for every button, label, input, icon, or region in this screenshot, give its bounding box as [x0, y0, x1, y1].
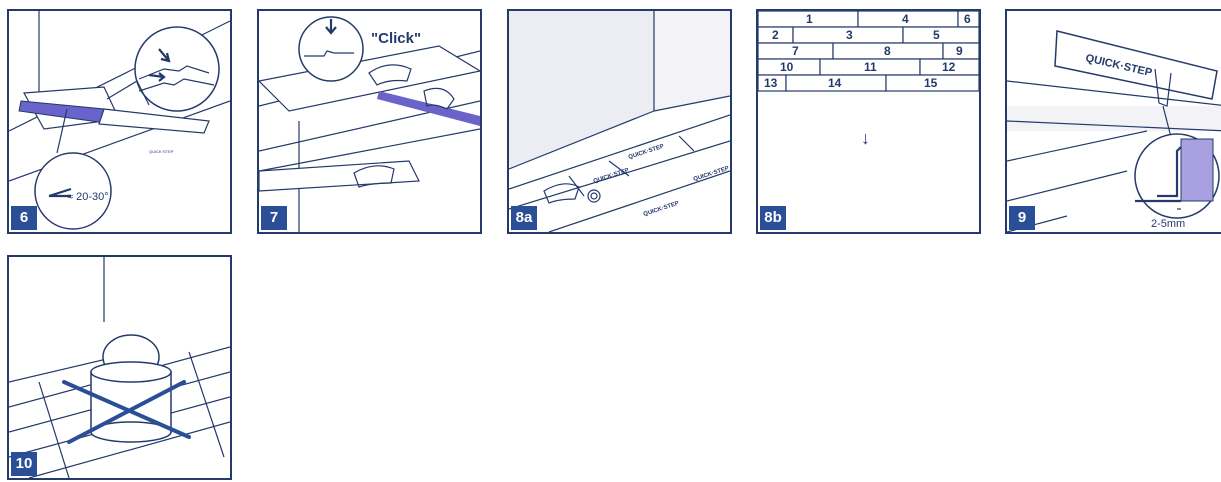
svg-text:QUICK·STEP: QUICK·STEP: [693, 166, 730, 183]
plank-number: 6: [964, 12, 971, 26]
svg-text:QUICK·STEP: QUICK·STEP: [643, 201, 680, 218]
svg-text:QUICK·STEP: QUICK·STEP: [593, 168, 630, 185]
plank-number: 15: [924, 76, 938, 90]
hand-icon: [368, 64, 412, 86]
prohibited-cross-icon: [62, 380, 191, 439]
plank-number: 14: [828, 76, 842, 90]
angle-detail-circle: [34, 152, 112, 230]
joint-detail-circle: [134, 26, 220, 112]
tape-roll-icon: [587, 189, 601, 203]
plank: [259, 45, 480, 112]
hand-icon: [353, 165, 395, 188]
plank-number: 13: [764, 76, 778, 90]
click-label: "Click": [371, 30, 421, 47]
step-10-illustration: [9, 257, 230, 478]
step-10-panel: 10: [7, 255, 232, 480]
angle-label: ≈ 20-30°: [67, 191, 109, 203]
plank-number: 2: [772, 28, 779, 42]
hand-icon: [543, 183, 580, 204]
svg-text:QUICK·STEP: QUICK·STEP: [628, 144, 665, 161]
step-8a-panel: QUICK·STEP QUICK·STEP QUICK·STEP QUICK·S…: [507, 9, 732, 234]
plank-edge-strip: [377, 91, 480, 126]
step-7-panel: "Click" 7: [257, 9, 482, 234]
step-8a-illustration: QUICK·STEP QUICK·STEP QUICK·STEP QUICK·S…: [509, 11, 730, 232]
step-8b-panel: 1 4 6 2 3 5 7 8 9 10 11 12 13 14 15 ↓ 8b: [756, 9, 981, 234]
plank-lower: [259, 160, 420, 192]
plank-number: 1: [806, 12, 813, 26]
step-6-panel: ≈ 20-30° QUICK·STEP 6: [7, 9, 232, 234]
plank-number: 7: [792, 44, 799, 58]
spacer-wedge-icon: [1154, 68, 1172, 107]
step-9-panel: QUICK·STEP 2-5mm 9: [1005, 9, 1221, 234]
plank-number: 3: [846, 28, 853, 42]
floor-plank: [98, 108, 210, 134]
plank-number: 4: [902, 12, 909, 26]
wall-right: [654, 11, 730, 111]
plank-number: 8: [884, 44, 891, 58]
step-7-illustration: "Click": [259, 16, 480, 232]
step-6-illustration: ≈ 20-30° QUICK·STEP: [9, 11, 230, 230]
laying-order-diagram: 1 4 6 2 3 5 7 8 9 10 11 12 13 14 15 ↓: [758, 11, 979, 148]
hand-icon: [423, 87, 455, 110]
svg-text:QUICK·STEP: QUICK·STEP: [149, 149, 174, 154]
click-detail-circle: [298, 16, 364, 82]
step-9-illustration: QUICK·STEP 2-5mm: [1007, 30, 1221, 232]
down-arrow-icon: ↓: [861, 128, 870, 148]
step-number-badge: 7: [261, 206, 287, 230]
spacer-board: [1054, 30, 1218, 100]
gap-label: 2-5mm: [1151, 218, 1185, 230]
plank-number: 11: [864, 60, 877, 74]
wall: [509, 11, 654, 169]
step-number-badge: 9: [1009, 206, 1035, 230]
step-number-badge: 10: [11, 452, 37, 476]
plank-number: 12: [942, 60, 956, 74]
step-number-badge: 8b: [760, 206, 786, 230]
plank-number: 9: [956, 44, 963, 58]
plank-number: 10: [780, 60, 794, 74]
step-number-badge: 8a: [511, 206, 537, 230]
plank-number: 5: [933, 28, 940, 42]
step-number-badge: 6: [11, 206, 37, 230]
